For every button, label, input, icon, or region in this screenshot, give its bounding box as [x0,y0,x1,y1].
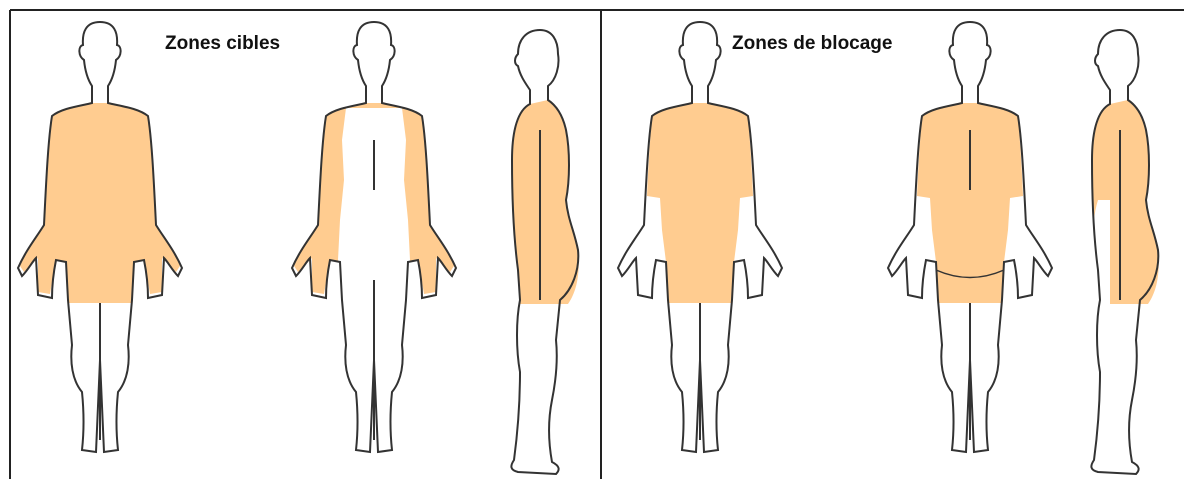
right-figure-front [618,22,782,452]
right-figure-back [888,22,1052,452]
left-figure-front [18,22,182,452]
left-figure-back [292,22,456,452]
zones-cibles-title: Zones cibles [165,33,280,55]
right-figure-side [1091,30,1158,474]
zones-de-blocage-title: Zones de blocage [732,33,892,55]
left-figure-side [511,30,578,474]
left-panel-frame [10,10,1184,479]
